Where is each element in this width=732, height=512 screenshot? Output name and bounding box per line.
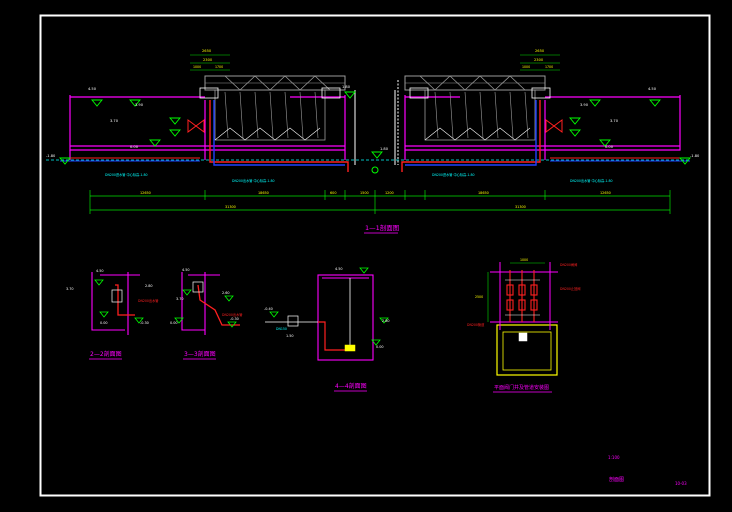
section-2-2: 4.50 3.70 2.80 0.00 -0.30 DN200出水管 2—2剖面… xyxy=(66,269,159,360)
bottom-dim-text: 12650 18650 600 1500 1200 18650 12650 31… xyxy=(140,191,611,209)
elev-label: 4.50 xyxy=(96,269,104,273)
pipe-notes: DN200进水管 中心标高-1.80 DN200出水管 中心标高-1.80 DN… xyxy=(105,172,613,183)
elev-label: 4.50 xyxy=(335,267,343,271)
bottom-dim-lines xyxy=(89,190,671,214)
elevation-markers xyxy=(59,91,691,165)
top-dims-right: 2650 2300 1000 1700 xyxy=(520,49,560,71)
elev-label: -0.30 xyxy=(230,317,239,321)
section-title-1-1: 1—1剖面图 xyxy=(365,223,399,232)
main-pipes xyxy=(60,100,690,172)
dim-text: 1000 xyxy=(193,65,201,69)
elev-label: 3.90 xyxy=(135,103,144,107)
elevation-labels: 4.50 3.90 3.70 0.00 -1.80 1.80 4.50 3.90… xyxy=(46,85,700,158)
dim-text: 2650 xyxy=(535,49,545,53)
valve-note: DN200闸阀 xyxy=(560,262,577,267)
pipe-note: DN200出水管 xyxy=(222,312,243,317)
pipe-note: DN200出水管 中心标高-1.80 xyxy=(570,178,613,183)
elev-label: 4.50 xyxy=(182,268,190,272)
elev-label: 1.80 xyxy=(380,147,389,151)
dim-text: 2500 xyxy=(475,295,483,299)
valve-markers xyxy=(187,119,563,174)
section-title-valve: 平面阀门井及管道安装图 xyxy=(494,384,549,391)
right-tank-walls xyxy=(404,95,681,160)
elev-label: 2.80 xyxy=(382,319,390,323)
section-title-4-4: 4—4剖面图 xyxy=(335,382,367,390)
main-section-1-1: 4.50 3.90 3.70 0.00 -1.80 1.80 4.50 3.90… xyxy=(46,49,700,234)
dim-text: 600 xyxy=(330,191,336,195)
dim-text: 31300 xyxy=(225,205,236,209)
dim-text: 18650 xyxy=(478,191,489,195)
dim-text: 18650 xyxy=(258,191,269,195)
elev-label: 0.00 xyxy=(605,145,614,149)
section-title-2-2: 2—2剖面图 xyxy=(90,350,122,358)
dim-text: 1000 xyxy=(520,258,528,262)
section-title-3-3: 3—3剖面图 xyxy=(184,350,216,358)
title-block: 1:100 剖面图 10-03 xyxy=(608,455,687,486)
dim-text: 1200 xyxy=(385,191,394,195)
pipe-note: DN200进水管 中心标高-1.80 xyxy=(432,172,475,177)
elev-label: 3.70 xyxy=(610,119,619,123)
valve-well-plan: 2500 1000 DN200闸阀 DN200止回阀 DN200管道 平面阀门井… xyxy=(467,258,581,393)
sheet-frame xyxy=(39,14,711,497)
dim-text: 12650 xyxy=(140,191,151,195)
dim-text: 31300 xyxy=(515,205,526,209)
dim-text: 1700 xyxy=(545,65,553,69)
pipe-note: DN200进水管 中心标高-1.80 xyxy=(105,172,148,177)
dim-text: 1700 xyxy=(215,65,223,69)
dim-text: 2300 xyxy=(203,58,213,62)
elev-label: 0.00 xyxy=(130,145,139,149)
pipe-note: DN150 xyxy=(276,327,287,331)
elev-label: 3.70 xyxy=(110,119,119,123)
elev-label: 3.70 xyxy=(66,287,74,291)
dim-text: 12650 xyxy=(600,191,611,195)
valve-note: DN200管道 xyxy=(467,322,485,327)
pipe-note: DN200出水管 中心标高-1.80 xyxy=(232,178,275,183)
elev-label: -1.80 xyxy=(690,154,700,158)
elev-label: -1.80 xyxy=(46,154,56,158)
dim-text: 2650 xyxy=(202,49,212,53)
dim-text: 2300 xyxy=(534,58,544,62)
elev-label: 3.90 xyxy=(580,103,589,107)
elev-label: 3.70 xyxy=(176,297,184,301)
elev-label: 1.50 xyxy=(286,334,294,338)
dim-text: 1500 xyxy=(360,191,369,195)
elev-label: -0.30 xyxy=(140,321,149,325)
elev-label: 4.50 xyxy=(88,87,97,91)
top-dims-left: 2650 2300 1000 1700 xyxy=(190,49,230,71)
section-4-4: 4.50 2.80 1.50 0.00 -0.40 DN150 4—4剖面图 xyxy=(264,267,390,392)
drawing-title: 剖面图 xyxy=(609,476,624,483)
dim-text: 1000 xyxy=(522,65,530,69)
section-3-3: 4.50 3.70 2.60 0.00 -0.30 DN200出水管 3—3剖面… xyxy=(170,268,243,360)
elev-label: -0.40 xyxy=(264,307,273,311)
valve-note: DN200止回阀 xyxy=(560,286,581,291)
elev-label: 2.80 xyxy=(145,284,153,288)
elev-label: 0.00 xyxy=(170,321,178,325)
elev-label: 1.80 xyxy=(342,85,351,89)
right-bridge-structure xyxy=(404,75,551,141)
elev-label: 0.00 xyxy=(100,321,108,325)
drawing-number: 10-03 xyxy=(675,481,687,486)
left-tank-walls xyxy=(69,95,346,160)
elev-label: 0.00 xyxy=(376,345,384,349)
pipe-note: DN200出水管 xyxy=(138,298,159,303)
scale-note: 1:100 xyxy=(608,455,620,460)
elev-label: 2.60 xyxy=(222,291,230,295)
left-bridge-structure xyxy=(199,75,346,141)
elev-label: 4.50 xyxy=(648,87,657,91)
